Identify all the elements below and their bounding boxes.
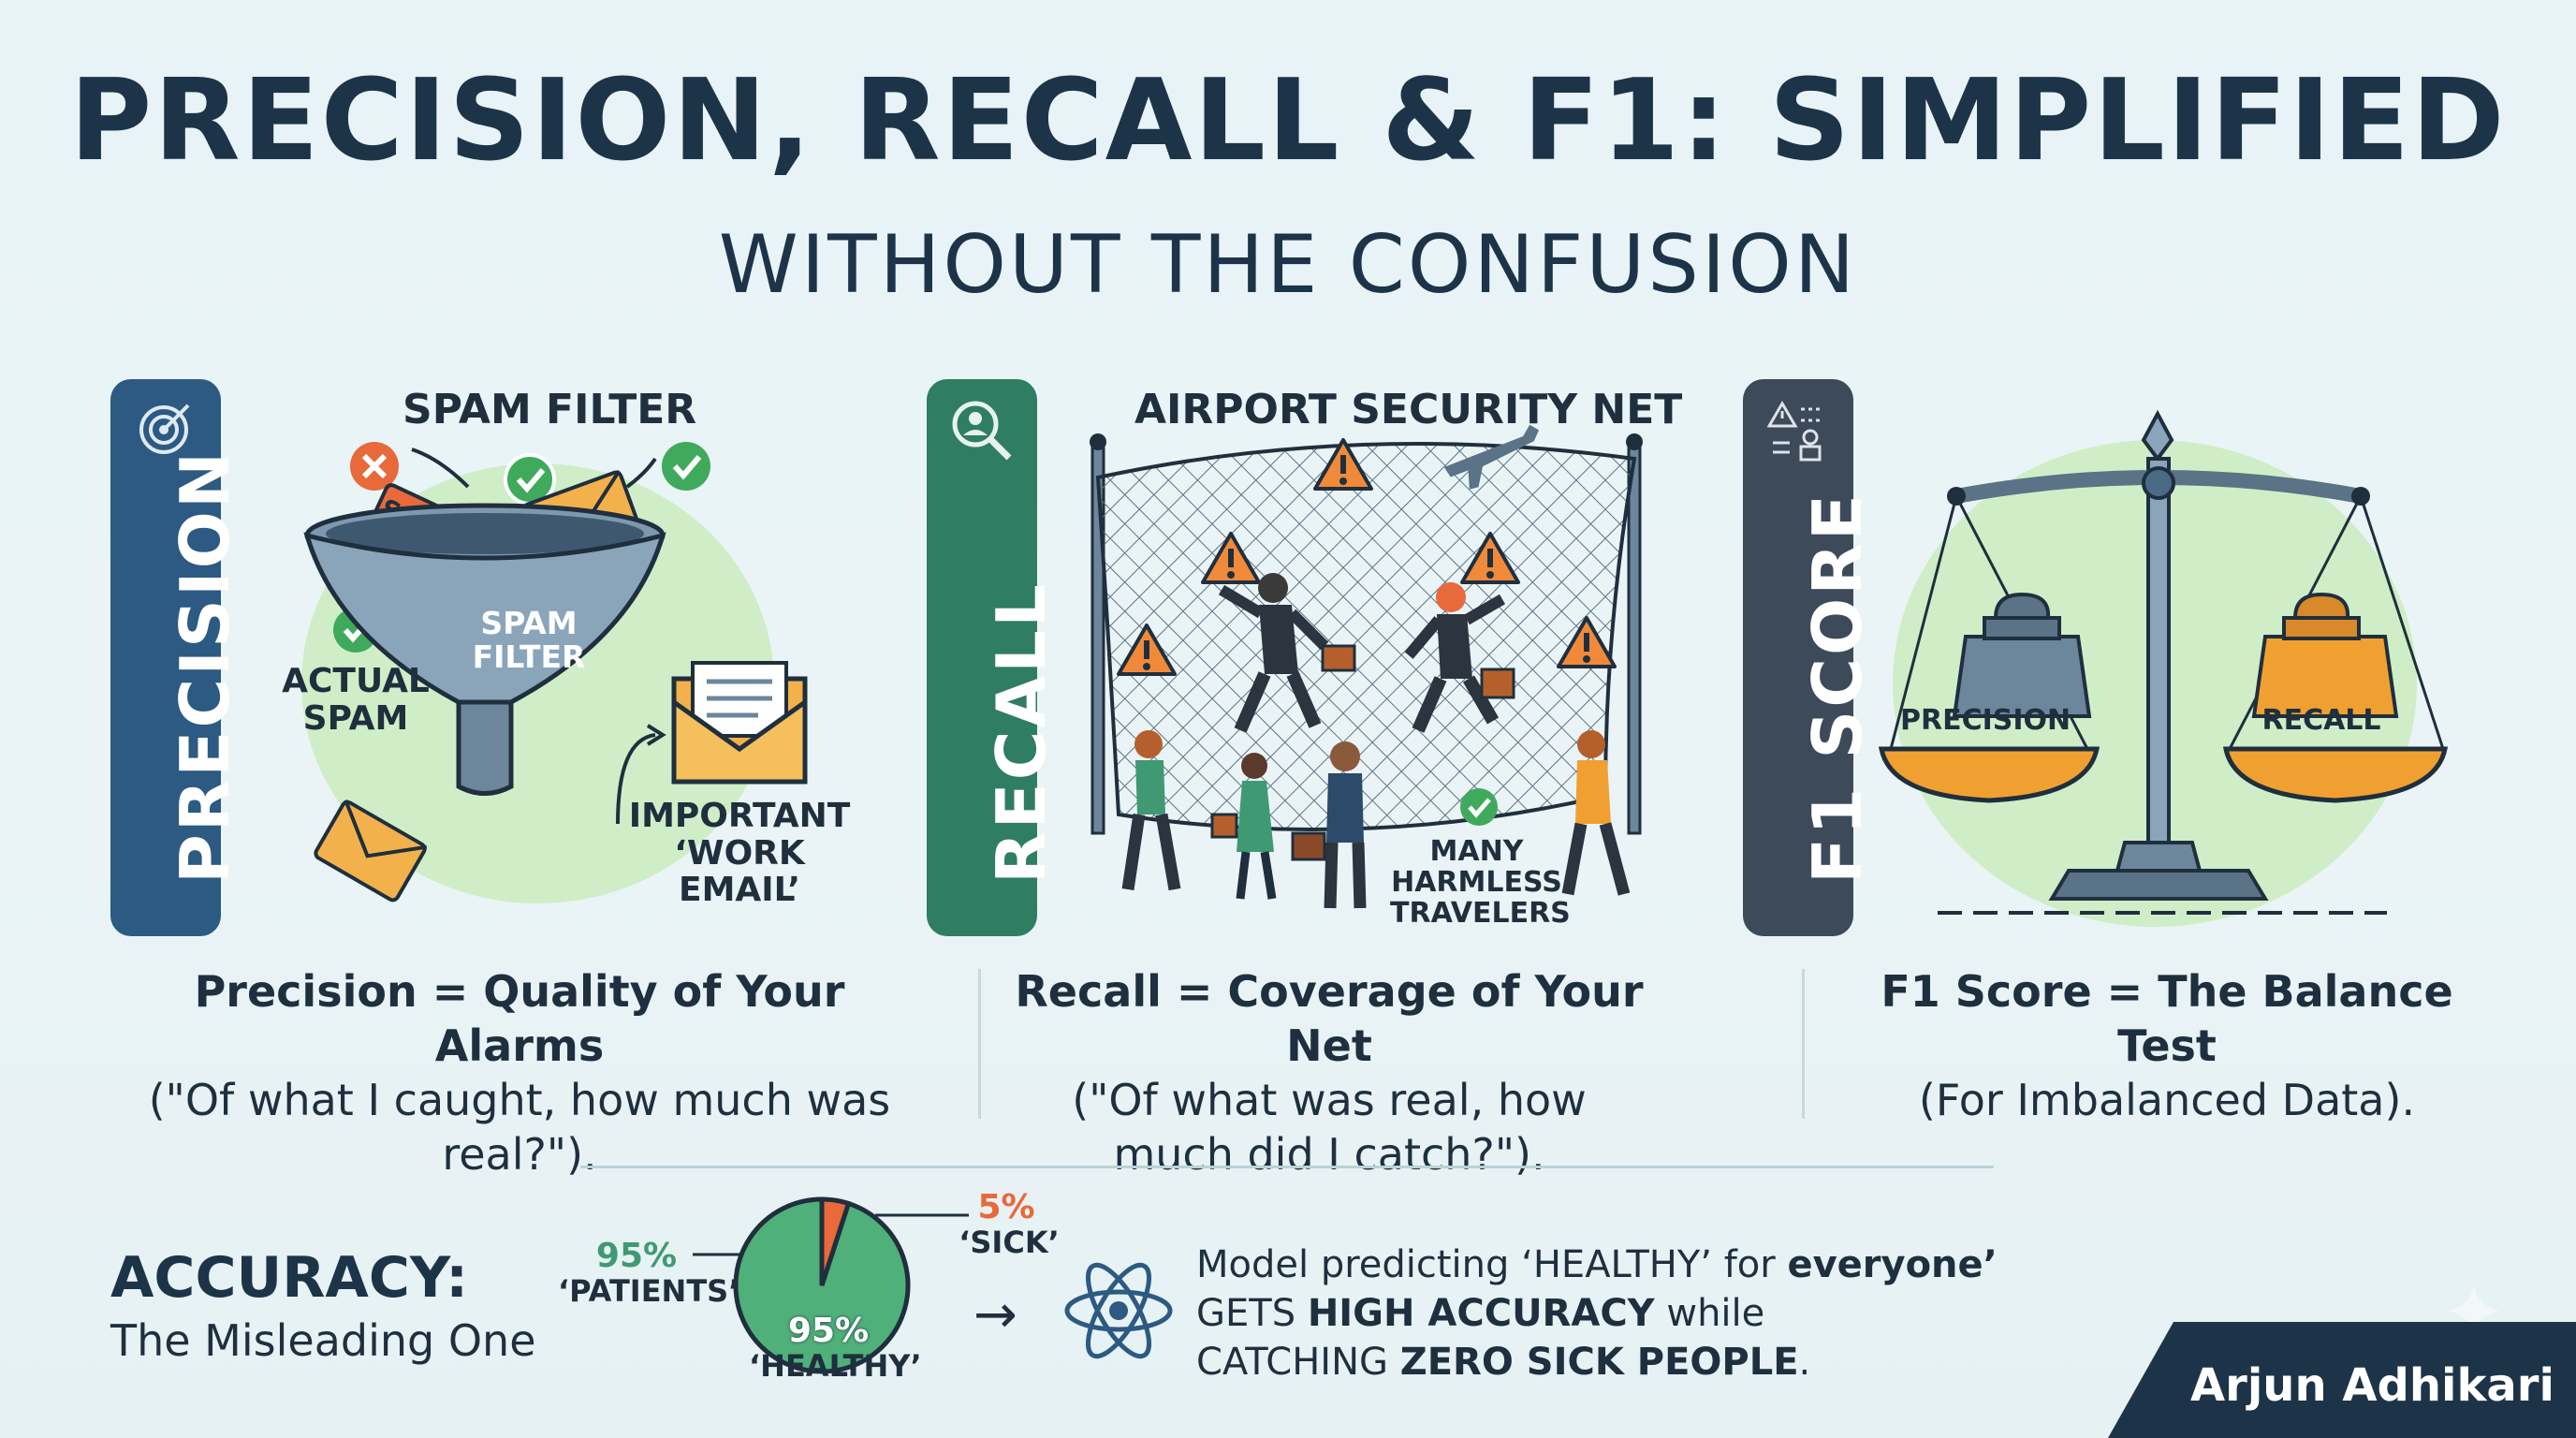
f1-caption-bold: F1 Score = The Balance Test — [1881, 966, 2453, 1071]
f1-caption: F1 Score = The Balance Test (For Imbalan… — [1835, 964, 2499, 1127]
f1-bar: F1 SCORE — [1743, 379, 1877, 936]
divider — [1802, 969, 1805, 1119]
spam-filter-heading: SPAM FILTER — [402, 386, 697, 433]
search-person-icon — [952, 401, 1012, 461]
accuracy-title: ACCURACY: — [110, 1245, 469, 1311]
precision-bar-label: PRECISION — [166, 448, 244, 884]
traveler — [1561, 730, 1631, 896]
airport-security-heading: AIRPORT SECURITY NET — [1134, 386, 1683, 433]
recall-caption-text: ("Of what was real, how much did I catch… — [1072, 1075, 1587, 1180]
recall-caption: Recall = Coverage of Your Net ("Of what … — [1011, 964, 1647, 1181]
traveler — [1210, 753, 1277, 900]
pie-right-pct: 5% — [977, 1188, 1035, 1226]
model-line3-post: . — [1798, 1341, 1811, 1384]
accuracy-pie-chart — [733, 1196, 911, 1374]
x-icon — [350, 442, 399, 491]
precision-caption-text: ("Of what I caught, how much was real?")… — [148, 1075, 891, 1180]
page-subtitle: WITHOUT THE CONFUSION — [718, 218, 1858, 312]
model-line1-pre: Model predicting ‘HEALTHY’ for — [1196, 1243, 1788, 1286]
important-email-label: IMPORTANT ‘WORK EMAIL’ — [628, 797, 851, 910]
envelope-icon — [671, 661, 808, 785]
f1-bar-label: F1 SCORE — [1798, 492, 1877, 884]
section-divider — [580, 1166, 1994, 1168]
check-icon — [662, 442, 710, 491]
scale-icon — [1878, 409, 2449, 915]
page-title: PRECISION, RECALL & F1: SIMPLIFIED — [69, 56, 2507, 186]
author-badge: Arjun Adhikari — [2108, 1322, 2576, 1438]
model-line1-bold: everyone’ — [1787, 1243, 1998, 1286]
traveler — [1121, 730, 1181, 891]
model-line3-pre: CATCHING — [1196, 1341, 1400, 1384]
check-icon — [504, 453, 556, 506]
warning-icon — [1557, 616, 1617, 668]
warning-icon — [1117, 624, 1177, 676]
precision-weight-label: PRECISION — [1900, 704, 2071, 737]
net-icon — [1095, 442, 1637, 831]
pie-slice-sick — [819, 1196, 852, 1286]
actual-spam-label: ACTUAL SPAM — [282, 662, 430, 738]
security-net-illustration — [1090, 424, 1643, 909]
recall-weight-label: RECALL — [2261, 704, 2381, 737]
warning-user-icon — [1767, 401, 1823, 462]
caught-suspect — [1218, 573, 1356, 733]
recall-bar-label: RECALL — [982, 581, 1061, 884]
recall-caption-bold: Recall = Coverage of Your Net — [1015, 966, 1644, 1071]
check-icon — [1460, 788, 1498, 826]
traveler — [1291, 741, 1367, 909]
accuracy-subtitle: The Misleading One — [110, 1315, 536, 1366]
spam-filter-illustration: SPAM — [303, 442, 808, 902]
pie-leader-right — [875, 1213, 969, 1217]
precision-caption: Precision = Quality of Your Alarms ("Of … — [122, 964, 917, 1181]
warning-icon — [1313, 438, 1373, 491]
warning-icon — [1460, 532, 1520, 584]
divider — [978, 969, 981, 1119]
funnel-icon — [303, 503, 666, 796]
envelope-icon — [314, 799, 428, 902]
pie-left-pct: 95% — [595, 1237, 678, 1275]
precision-bar: PRECISION — [110, 379, 244, 936]
precision-caption-bold: Precision = Quality of Your Alarms — [194, 966, 845, 1071]
harmless-travelers-label: MANY HARMLESS TRAVELERS — [1390, 835, 1571, 930]
model-line2-pre: GETS — [1196, 1292, 1308, 1335]
arrow-icon: → — [973, 1284, 1017, 1345]
model-line2-post: while — [1654, 1292, 1765, 1335]
caught-suspect — [1404, 582, 1515, 733]
warning-icon — [1201, 532, 1261, 584]
pie-right-label: ‘SICK’ — [959, 1225, 1060, 1260]
sparkle-icon — [2448, 1284, 2500, 1337]
plane-icon — [1443, 424, 1539, 490]
model-line3-bold: ZERO SICK PEOPLE — [1399, 1341, 1799, 1384]
author-name: Arjun Adhikari — [2190, 1359, 2554, 1412]
atom-icon — [1064, 1262, 1173, 1359]
recall-bar: RECALL — [927, 379, 1061, 936]
target-icon — [139, 404, 190, 454]
funnel-label: SPAM FILTER — [472, 605, 586, 676]
model-explanation: Model predicting ‘HEALTHY’ for everyone’… — [1196, 1240, 1998, 1387]
pie-left-label: ‘PATIENTS’ — [558, 1273, 740, 1309]
pie-center-pct: 95% — [787, 1312, 870, 1350]
f1-caption-text: (For Imbalanced Data). — [1918, 1075, 2416, 1125]
model-line2-bold: HIGH ACCURACY — [1307, 1292, 1655, 1335]
pie-center-label: ‘HEALTHY’ — [749, 1348, 922, 1384]
